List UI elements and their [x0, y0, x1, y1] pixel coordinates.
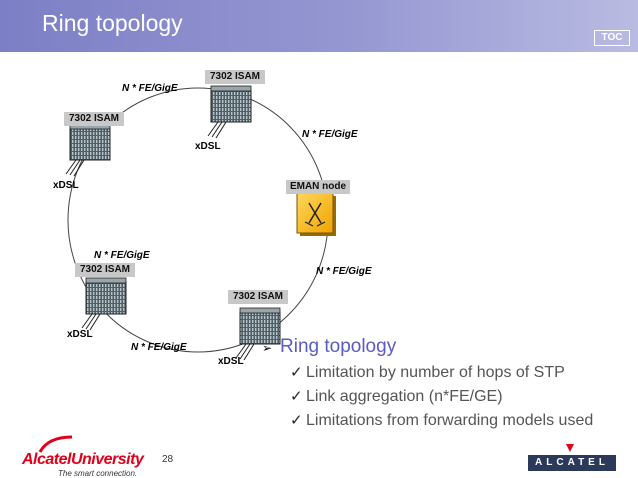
isam-bottom-left-icon — [81, 277, 127, 331]
bullet-sub-1: ✓Limitation by number of hops of STP — [290, 363, 565, 382]
xdsl-label-top: xDSL — [195, 141, 221, 152]
alcatel-logo-mark — [528, 444, 616, 471]
bullet-sub-2: ✓Link aggregation (n*FE/GE) — [290, 387, 503, 406]
link-label-top: N * FE/GigE — [122, 83, 178, 94]
alcatel-logo: ALCATEL — [535, 457, 609, 468]
xdsl-label-bottom-left: xDSL — [67, 329, 93, 340]
isam-left-icon — [65, 123, 111, 177]
link-label-right: N * FE/GigE — [302, 129, 358, 140]
title-bar — [0, 0, 638, 52]
page-number: 28 — [162, 454, 174, 465]
bullet-sub-text: Limitations from forwarding models used — [306, 412, 594, 429]
logo-brand-text: AlcatelUniversity — [22, 451, 144, 468]
isam-left-label: 7302 ISAM — [64, 112, 124, 126]
toc-button[interactable]: TOC — [594, 30, 630, 46]
isam-bottom-right-icon — [235, 307, 281, 361]
eman-node-label: EMAN node — [286, 180, 350, 194]
bullet-sub-text: Link aggregation (n*FE/GE) — [306, 388, 503, 405]
isam-top-label: 7302 ISAM — [205, 70, 265, 84]
slide-title: Ring topology — [42, 10, 183, 36]
link-label-left: N * FE/GigE — [94, 250, 150, 261]
alcatel-university-logo-arc — [38, 435, 73, 453]
link-label-bottom-right: N * FE/GigE — [316, 266, 372, 277]
checkmark-icon: ✓ — [290, 388, 303, 405]
link-label-bottom: N * FE/GigE — [131, 342, 187, 353]
bullet-main: ➢ Ring topology — [262, 336, 396, 358]
bullet-sub-text: Limitation by number of hops of STP — [306, 364, 565, 381]
xdsl-label-bottom-right: xDSL — [218, 356, 244, 367]
arrow-bullet-icon: ➢ — [262, 341, 273, 355]
eman-node-icon — [296, 192, 336, 236]
bullet-sub-3: ✓Limitations from forwarding models used — [290, 411, 593, 430]
checkmark-icon: ✓ — [290, 364, 303, 381]
isam-bottom-left-label: 7302 ISAM — [75, 263, 135, 277]
isam-top-icon — [207, 85, 252, 139]
alcatel-university-logo: AlcatelUniversity The smart connection. — [22, 437, 144, 478]
logo-tagline: The smart connection. — [58, 469, 138, 478]
checkmark-icon: ✓ — [290, 412, 303, 429]
xdsl-label-left: xDSL — [53, 180, 79, 191]
bullet-main-text: Ring topology — [280, 336, 397, 357]
isam-bottom-right-label: 7302 ISAM — [228, 290, 288, 304]
